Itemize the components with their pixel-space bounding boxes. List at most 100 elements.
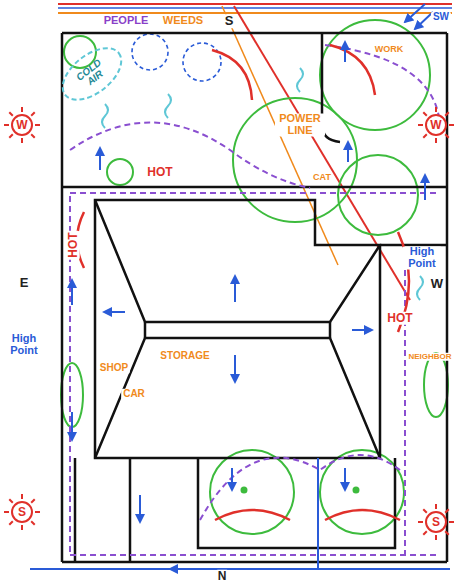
street-bands — [58, 4, 452, 13]
house-roof-part — [329, 322, 332, 338]
boundary-lines-part — [74, 458, 77, 562]
slope-arrows-part — [352, 329, 372, 331]
sun-symbol: W — [2, 105, 42, 145]
drainage-paths — [70, 45, 440, 555]
boundary-lines-part — [198, 458, 395, 548]
sun-ray — [4, 511, 9, 513]
wind-swirls-part — [165, 94, 171, 118]
sun-ray — [423, 509, 427, 513]
slope-arrows-part — [344, 468, 346, 490]
boundary-lines-part — [129, 458, 132, 562]
tree-canopy — [61, 20, 448, 534]
sun-ray — [435, 107, 437, 112]
compass-letter: E — [18, 276, 31, 290]
sun-letter: W — [430, 119, 441, 132]
street-bands-part — [58, 7, 452, 9]
sun-ray — [31, 112, 35, 116]
power-line-part — [222, 6, 338, 265]
sun-ray — [435, 535, 437, 540]
sun-ray — [9, 134, 13, 138]
front-lines — [30, 458, 450, 569]
sun-letter: S — [18, 506, 26, 519]
house-roof-part — [144, 322, 147, 338]
boundary-lines-part — [61, 33, 64, 562]
room-label: SHOP — [98, 363, 130, 374]
house-roof — [95, 200, 380, 458]
tree-canopy-part — [242, 488, 247, 493]
sun-disc — [426, 512, 446, 532]
front-lines-part — [30, 568, 450, 570]
boundary-lines-part — [62, 32, 447, 35]
wind-swirls-part — [417, 276, 423, 300]
house-roof-part — [95, 200, 380, 322]
sun-ray — [418, 521, 423, 523]
sun-ray — [449, 124, 454, 126]
zone-label: WORK — [373, 45, 406, 54]
power-line-part — [234, 6, 410, 300]
sun-disc — [426, 115, 446, 135]
cold-air-pocket: COLD AIR — [52, 37, 132, 112]
sun-letter: S — [432, 516, 440, 529]
power-line — [222, 6, 410, 300]
slope-arrows-part — [104, 311, 125, 313]
boundary-lines-part — [446, 33, 449, 562]
street-note: PEOPLE — [102, 15, 151, 27]
slope-arrows — [72, 4, 433, 569]
zone-label: CAT — [311, 173, 333, 182]
sun-ray — [445, 134, 449, 138]
sun-ray — [31, 134, 35, 138]
slope-arrows-part — [344, 42, 346, 62]
sun-ray — [9, 499, 13, 503]
sun-disc — [12, 115, 32, 135]
sun-ray — [423, 112, 427, 116]
slope-arrows-part — [99, 148, 101, 170]
street-bands-part — [58, 3, 452, 5]
sun-ray — [9, 112, 13, 116]
sun-symbol: W — [416, 105, 456, 145]
wind-label: SW — [431, 12, 451, 23]
drainage-paths-part — [70, 123, 310, 189]
house-roof-part — [95, 338, 380, 458]
tree-canopy-part — [354, 488, 359, 493]
boundary-lines-part — [62, 186, 447, 189]
high-point-label: High Point — [402, 246, 442, 269]
drainage-paths-part — [404, 250, 406, 555]
slope-arrows-part — [405, 4, 425, 22]
neighbor-label: NEIGHBOR — [406, 353, 453, 361]
heat-label: HOT — [67, 230, 80, 259]
heat-label: HOT — [385, 312, 414, 325]
sun-ray — [435, 504, 437, 509]
sun-ray — [21, 107, 23, 112]
front-lines-part — [317, 458, 319, 569]
room-label: CAR — [121, 389, 147, 400]
drainage-paths-part — [200, 455, 400, 520]
slope-arrows-part — [234, 276, 236, 302]
shade-arcs-part — [325, 510, 400, 520]
sun-symbol: S — [2, 492, 42, 532]
street-note: WEEDS — [161, 15, 205, 27]
sun-ray — [445, 531, 449, 535]
tree-canopy-part — [107, 159, 133, 185]
drainage-paths-part — [70, 554, 440, 556]
existing-shrubs — [132, 34, 221, 81]
sun-ray — [35, 511, 40, 513]
sun-ray — [31, 499, 35, 503]
sun-ray — [35, 124, 40, 126]
sun-ray — [9, 521, 13, 525]
compass-letter: N — [216, 570, 229, 583]
existing-shrubs-part — [132, 34, 168, 70]
drainage-paths-part — [325, 45, 440, 130]
shade-arcs-part — [215, 510, 290, 520]
sun-ray — [423, 134, 427, 138]
wind-swirls — [102, 68, 423, 300]
sun-disc — [12, 502, 32, 522]
sun-ray — [21, 525, 23, 530]
slope-arrows-part — [347, 142, 349, 162]
shade-arcs — [77, 45, 409, 520]
compass-letter: W — [429, 277, 445, 291]
sun-ray — [21, 138, 23, 143]
shade-arcs-part — [212, 50, 252, 100]
